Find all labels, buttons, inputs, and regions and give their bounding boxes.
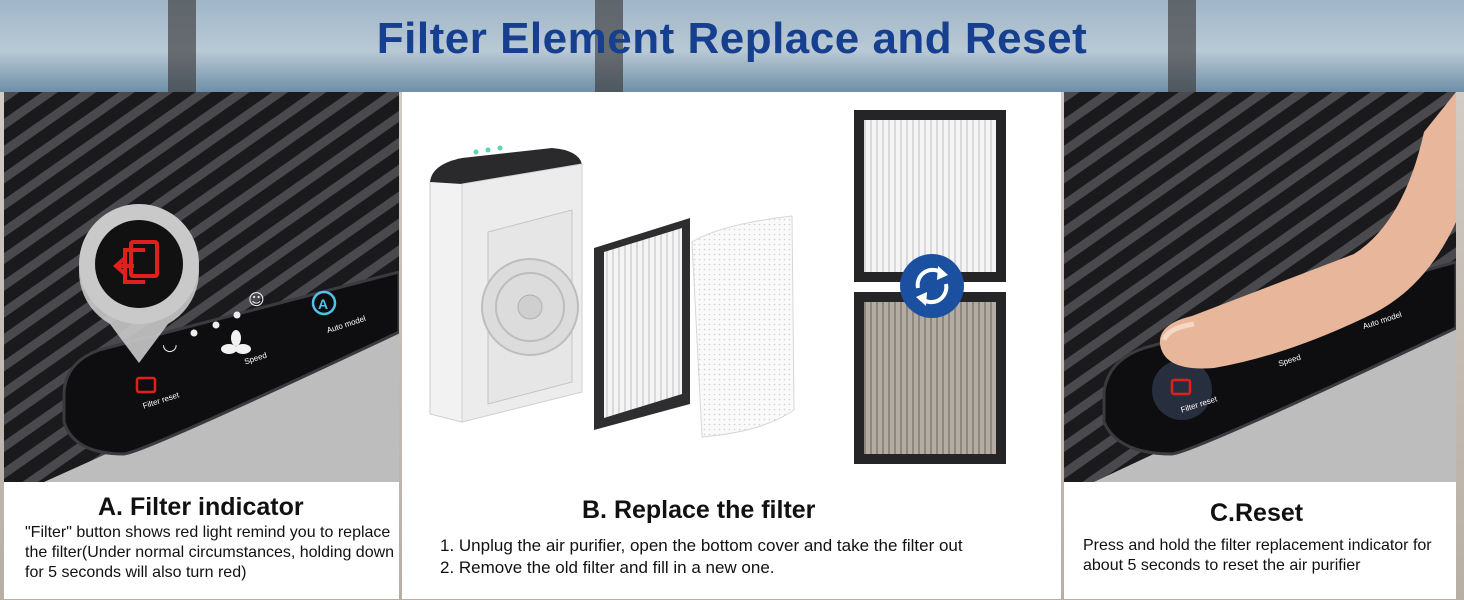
panel-reset: Filter reset Speed Auto model C.Reset Pr…	[1064, 92, 1456, 599]
panel-filter-indicator: ◡ A ☺ Filter reset Speed Auto model	[4, 92, 399, 599]
svg-text:☺: ☺	[248, 290, 265, 309]
panel-c-heading: C.Reset	[1210, 499, 1304, 527]
replace-steps: 1. Unplug the air purifier, open the bot…	[440, 535, 963, 579]
step-item: 2. Remove the old filter and fill in a n…	[440, 558, 775, 577]
window-frame	[168, 0, 196, 92]
window-background	[0, 0, 1464, 92]
panel-a-heading: A. Filter indicator	[98, 493, 304, 521]
svg-text:A: A	[318, 296, 328, 312]
panel-b-heading: B. Replace the filter	[582, 496, 816, 524]
window-frame	[595, 0, 623, 92]
svg-text:◡: ◡	[162, 334, 178, 355]
reset-press-photo: Filter reset Speed Auto model	[1064, 92, 1456, 482]
filter-replacement-photo	[402, 92, 1061, 482]
panel-a-description: "Filter" button shows red light remind y…	[25, 524, 395, 581]
panel-c-description: Press and hold the filter replacement in…	[1083, 537, 1432, 574]
page-title: Filter Element Replace and Reset	[376, 14, 1088, 63]
panel-replace-filter: B. Replace the filter 1. Unplug the air …	[402, 92, 1061, 599]
control-panel-photo: ◡ A ☺ Filter reset Speed Auto model	[4, 92, 399, 482]
step-item: 1. Unplug the air purifier, open the bot…	[440, 536, 963, 555]
window-frame	[1168, 0, 1196, 92]
